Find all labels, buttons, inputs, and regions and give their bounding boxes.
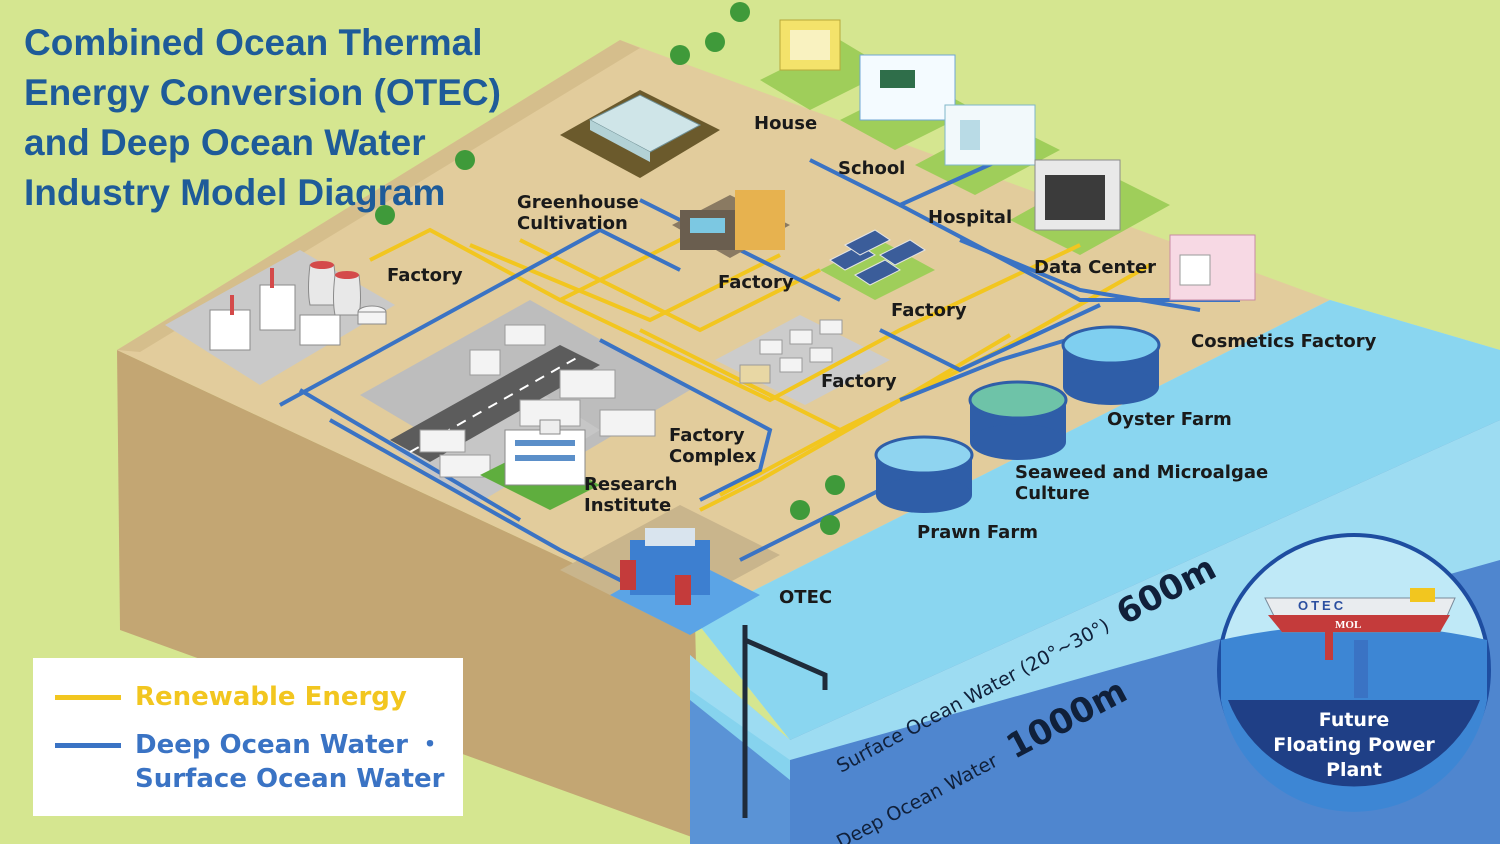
legend-label-ocean-water: Deep Ocean Water ・ Surface Ocean Water (135, 728, 444, 796)
title-line-4: Industry Model Diagram (24, 172, 446, 213)
label-house: House (754, 113, 818, 134)
label-data-center: Data Center (1034, 257, 1157, 278)
legend-swatch-renewable (55, 695, 121, 700)
future-plant-line-2: Floating Power (1273, 734, 1435, 756)
north-factory-building (672, 190, 790, 258)
house-building (779, 19, 841, 71)
label-hospital: Hospital (928, 207, 1013, 228)
label-factory-complex: Factory Complex (669, 425, 756, 467)
title-line-1: Combined Ocean Thermal (24, 22, 483, 63)
label-otec: OTEC (779, 587, 833, 608)
surface-water-intake-pipe (743, 637, 828, 690)
legend-ocean-line-1: Deep Ocean Water ・ (135, 730, 444, 760)
ocean-front-upper (695, 300, 1500, 740)
factory-complex-buildings (419, 324, 656, 478)
hospital-building (944, 104, 1036, 166)
legend-row-renewable: Renewable Energy (55, 680, 407, 714)
label-factory-solar: Factory (891, 300, 967, 321)
ship-brand-text: MOL (1335, 619, 1361, 631)
legend: Renewable Energy Deep Ocean Water ・ Surf… (33, 658, 463, 816)
ocean-deep-front (690, 700, 790, 844)
power-plant (209, 261, 387, 351)
palm-trees (375, 2, 845, 535)
label-factory-north: Factory (718, 272, 794, 293)
title-line-2: Energy Conversion (OTEC) (24, 72, 501, 113)
land-front-face (117, 350, 700, 840)
future-floating-plant-illustration: OTEC MOL (1217, 533, 1491, 812)
otec-platform (610, 528, 760, 635)
label-oyster-farm: Oyster Farm (1107, 409, 1232, 430)
ocean-section (690, 300, 1500, 844)
diagram-title: Combined Ocean Thermal Energy Conversion… (24, 18, 501, 218)
legend-row-ocean-water: Deep Ocean Water ・ Surface Ocean Water (55, 728, 444, 796)
land-top-shadow (117, 40, 640, 352)
house-lawn (760, 40, 890, 110)
solar-panel-array (829, 229, 926, 286)
label-prawn-farm: Prawn Farm (917, 522, 1038, 543)
future-plant-caption: Future Floating Power Plant (1254, 708, 1454, 783)
label-greenhouse-line-2: Cultivation (517, 213, 628, 234)
ocean-water-lines (279, 158, 1240, 622)
cosmetics-factory-building (1169, 234, 1256, 301)
future-plant-line-1: Future (1318, 709, 1390, 731)
label-factory-west: Factory (387, 265, 463, 286)
label-research-institute: Research Institute (584, 474, 678, 516)
ship-otec-text: OTEC (1298, 598, 1346, 613)
label-seaweed-line-1: Seaweed and Microalgae (1015, 462, 1269, 483)
label-greenhouse-cultivation: Greenhouse Cultivation (517, 192, 639, 234)
research-institute-building (480, 419, 600, 510)
land-block (117, 40, 1330, 840)
label-seaweed-culture: Seaweed and Microalgae Culture (1015, 462, 1268, 504)
greenhouse-building (588, 94, 702, 162)
label-greenhouse-line-1: Greenhouse (517, 192, 639, 213)
label-factory-complex-line-1: Factory (669, 425, 745, 446)
label-research-line-2: Institute (584, 495, 672, 516)
road-marking (409, 355, 581, 453)
oyster-farm-tank (1061, 325, 1161, 405)
label-cosmetics-factory: Cosmetics Factory (1191, 331, 1377, 352)
label-research-line-1: Research (584, 474, 678, 495)
center-factory-buildings (739, 319, 843, 384)
title-line-3: and Deep Ocean Water (24, 122, 426, 163)
label-seaweed-line-2: Culture (1015, 483, 1090, 504)
label-factory-complex-line-2: Complex (669, 446, 757, 467)
prawn-farm-tank (874, 435, 974, 513)
land-top-surface (117, 40, 1330, 620)
school-building (859, 54, 956, 121)
data-center-building (1034, 159, 1121, 231)
legend-swatch-ocean-water (55, 743, 121, 748)
label-school: School (838, 158, 906, 179)
seaweed-culture-tank (968, 380, 1068, 460)
future-plant-line-3: Plant (1326, 759, 1382, 781)
legend-ocean-line-2: Surface Ocean Water (135, 764, 445, 794)
label-factory-center: Factory (821, 371, 897, 392)
legend-label-renewable: Renewable Energy (135, 682, 407, 712)
